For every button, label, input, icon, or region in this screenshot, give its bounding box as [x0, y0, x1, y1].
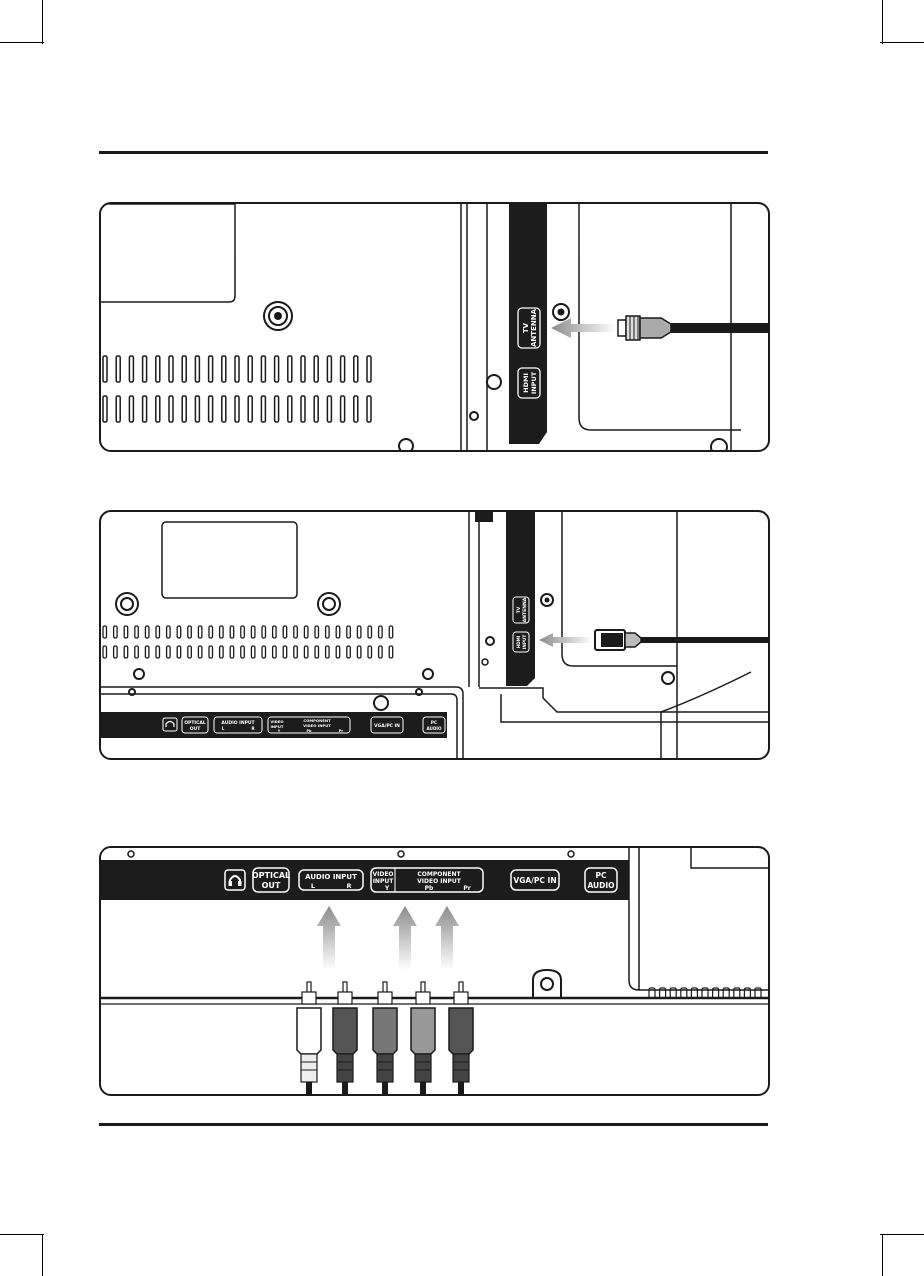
optical-out-label-large: OPTICAL	[252, 871, 290, 880]
video-input-label-large-2: INPUT	[373, 878, 395, 885]
insert-arrow-icon	[539, 633, 593, 647]
hdmi-label-small-2: INPUT	[522, 635, 527, 650]
antenna-diagram-art: TV ANTENNA HDMI INPUT	[101, 204, 768, 450]
crop-mark-tl-v	[42, 0, 43, 44]
antenna-diagram: TV ANTENNA HDMI INPUT	[99, 202, 770, 452]
vent-slots	[103, 356, 371, 422]
crop-mark-bl-v	[42, 1234, 43, 1276]
component-label-large: COMPONENT	[417, 871, 461, 878]
pc-audio-label: PC	[431, 720, 437, 725]
audio-r-label: R	[251, 726, 254, 731]
crop-mark-tr-v	[882, 0, 883, 44]
audio-input-label-large: AUDIO INPUT	[305, 873, 357, 881]
footer-rule	[99, 1123, 768, 1126]
component-label-large-2: VIDEO INPUT	[417, 878, 462, 885]
optical-out-label: OPTICAL	[184, 720, 206, 726]
hdmi-label-2: INPUT	[530, 371, 538, 394]
insert-arrow-icon	[435, 906, 459, 970]
audio-l-label: L	[222, 726, 225, 731]
hdmi-cable-icon	[595, 630, 768, 650]
audio-r-label-large: R	[346, 882, 351, 890]
hdmi-label: HDMI	[522, 373, 530, 393]
tv-antenna-label: TV	[522, 322, 530, 333]
crop-mark-bl-h	[0, 1234, 44, 1235]
screw-icon	[264, 302, 292, 330]
vent-slots	[103, 626, 393, 658]
comp-pb-label-large: Pb	[425, 885, 434, 892]
comp-y-label-large: Y	[384, 885, 390, 892]
tv-antenna-label-2: ANTENNA	[530, 308, 538, 347]
optical-out-label-large-2: OUT	[262, 881, 281, 890]
component-label-2: VIDEO INPUT	[303, 723, 331, 728]
vga-pc-in-label-large: VGA/PC IN	[513, 876, 556, 885]
insert-arrow-icon	[393, 906, 417, 970]
crop-mark-tl-h	[0, 42, 44, 43]
comp-y-label: Y	[277, 729, 281, 733]
pc-audio-label-large: PC	[595, 871, 606, 880]
tv-antenna-label-small-2: ANTENNA	[522, 597, 528, 622]
hdmi-diagram-art: OPTICAL OUT AUDIO INPUT L R VIDEO INPUT …	[101, 512, 768, 758]
tv-antenna-label-small: TV	[516, 606, 522, 613]
comp-pr-label: Pr	[339, 729, 344, 733]
screw-icon	[533, 970, 561, 998]
header-rule	[99, 151, 768, 154]
hdmi-diagram: OPTICAL OUT AUDIO INPUT L R VIDEO INPUT …	[99, 510, 770, 760]
crop-mark-br-v	[882, 1234, 883, 1276]
pc-audio-label-large-2: AUDIO	[587, 881, 614, 890]
av-component-diagram-art: OPTICAL OUT AUDIO INPUT L R VIDEO INPUT …	[101, 848, 768, 1094]
video-input-label-large: VIDEO	[372, 871, 393, 878]
vga-pc-in-label: VGA/PC IN	[374, 723, 400, 729]
crop-mark-tr-h	[880, 42, 924, 43]
crop-mark-br-h	[880, 1234, 924, 1235]
coax-cable-icon	[618, 316, 768, 340]
comp-pr-label-large: Pr	[463, 885, 470, 892]
insert-arrow-icon	[551, 318, 616, 338]
comp-pb-label: Pb	[306, 729, 312, 733]
optical-out-label-2: OUT	[190, 726, 201, 732]
insert-arrow-icon	[317, 906, 341, 970]
hdmi-label-small: HDMI	[516, 635, 521, 648]
audio-input-label: AUDIO INPUT	[221, 720, 255, 726]
audio-l-label-large: L	[311, 882, 315, 890]
antenna-jack-icon	[553, 304, 569, 320]
pc-audio-label-2: AUDIO	[426, 726, 442, 731]
av-component-diagram: OPTICAL OUT AUDIO INPUT L R VIDEO INPUT …	[99, 846, 770, 1096]
